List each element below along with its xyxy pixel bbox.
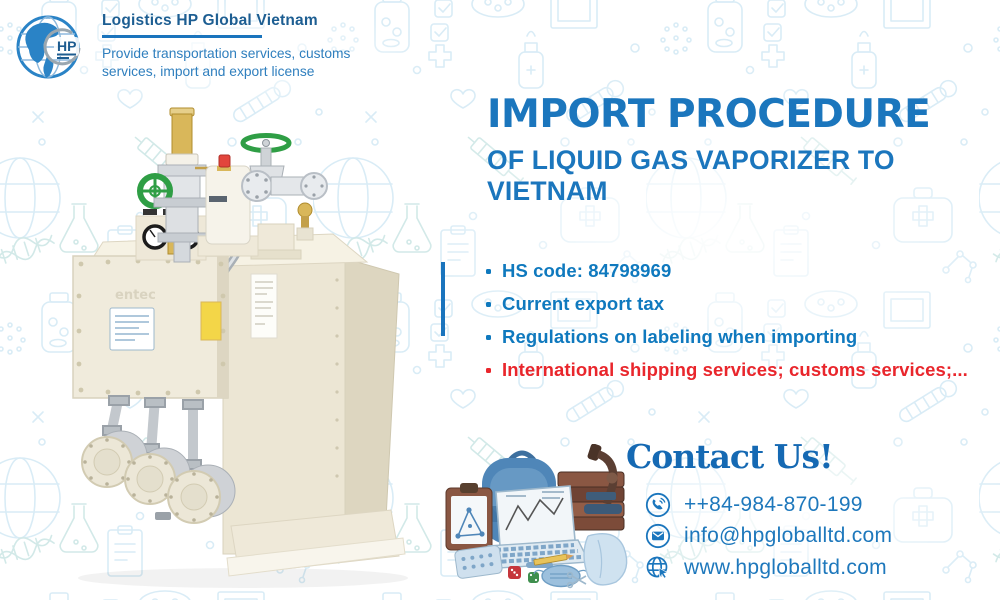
page-subtitle: OF LIQUID GAS VAPORIZER TO bbox=[487, 145, 930, 176]
logo-monogram: HP bbox=[57, 38, 76, 54]
page-title: IMPORT PROCEDURE bbox=[487, 92, 931, 137]
contact-email[interactable]: info@hpgloballtd.com bbox=[645, 521, 892, 553]
phone-icon bbox=[645, 492, 671, 517]
bullet-dot bbox=[486, 301, 491, 307]
email-address: info@hpgloballtd.com bbox=[684, 524, 893, 548]
phone-number: ++84-984-870-199 bbox=[684, 492, 863, 516]
contact-heading: Contact Us! bbox=[626, 437, 834, 476]
header-divider bbox=[102, 35, 262, 38]
company-tagline: Provide transportation services, customs… bbox=[102, 46, 351, 80]
bullet-services: International shipping services; customs… bbox=[486, 359, 968, 381]
bullet-labeling: Regulations on labeling when importing bbox=[486, 326, 968, 348]
subtitle-text: OF LIQUID GAS VAPORIZER bbox=[487, 144, 858, 175]
equipment-brand-label: entec bbox=[115, 288, 156, 303]
bullet-divider bbox=[441, 262, 445, 336]
company-name: Logistics HP Global Vietnam bbox=[102, 12, 318, 29]
bullet-hs-code: HS code: 84798969 bbox=[486, 260, 968, 282]
page-subtitle-country: VIETNAM bbox=[487, 176, 608, 207]
contact-website[interactable]: www.hpgloballtd.com bbox=[645, 552, 892, 584]
bullet-dot bbox=[486, 367, 491, 373]
contact-phone[interactable]: ++84-984-870-199 bbox=[645, 489, 892, 521]
white-fade bbox=[580, 410, 1000, 600]
bullet-export-tax: Current export tax bbox=[486, 293, 968, 315]
website-url: www.hpgloballtd.com bbox=[684, 555, 887, 579]
bullet-dot bbox=[486, 334, 491, 340]
header: HP Logistics HP Global Vietnam Provide t… bbox=[12, 6, 390, 88]
mail-icon bbox=[645, 524, 671, 549]
bullet-dot bbox=[486, 268, 491, 274]
globe-icon bbox=[646, 556, 669, 579]
subtitle-bold-text: TO bbox=[857, 144, 895, 175]
white-fade bbox=[420, 60, 1000, 410]
vaporizer-image: entec bbox=[72, 107, 408, 588]
contact-section: ++84-984-870-199 info@hpgloballtd.com ww… bbox=[645, 489, 892, 584]
bullet-list: HS code: 84798969 Current export tax Reg… bbox=[486, 260, 968, 392]
header-text: Logistics HP Global Vietnam Provide tran… bbox=[102, 12, 390, 88]
bullet-label: Current export tax bbox=[502, 293, 665, 314]
bullet-label: HS code: 84798969 bbox=[502, 260, 672, 281]
title-block: IMPORT PROCEDURE OF LIQUID GAS VAPORIZER… bbox=[487, 92, 931, 207]
bullet-label: Regulations on labeling when importing bbox=[502, 326, 858, 347]
company-logo: HP bbox=[16, 15, 81, 79]
bullet-label: International shipping services; customs… bbox=[502, 359, 968, 380]
study-supplies-illustration bbox=[445, 444, 628, 589]
